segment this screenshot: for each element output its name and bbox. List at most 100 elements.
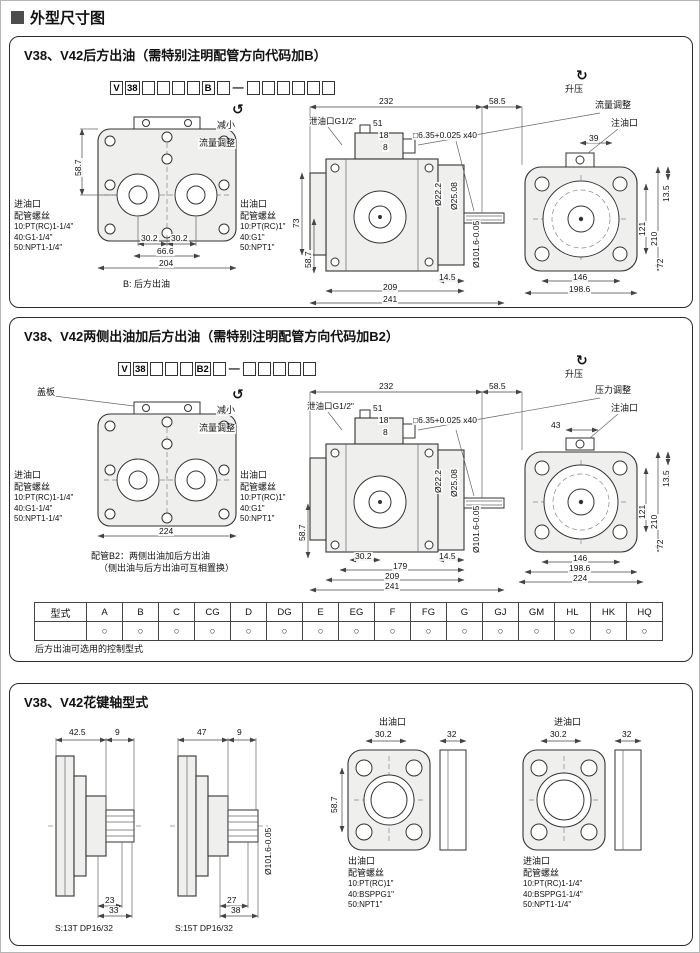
model-code-row: V 38 B2 —: [118, 362, 316, 376]
code-box: [212, 362, 226, 376]
outlet-title: 出油口: [240, 470, 268, 480]
code-box: [246, 81, 260, 95]
table-header-cell: HK: [590, 602, 627, 622]
code-box: 38: [133, 362, 148, 376]
table-header-cell: DG: [266, 602, 303, 622]
dim-label: 51: [372, 403, 384, 414]
availability-mark: ○: [626, 621, 663, 641]
flow-adjust-label: 流量调整: [594, 100, 633, 111]
table-header-cell: EG: [338, 602, 375, 622]
code-box: [164, 362, 178, 376]
dim-label: 72: [655, 538, 666, 550]
b2-note-line2: （侧出油与后方出油可互相置换）: [98, 563, 236, 574]
thread-title: 配管螺丝: [240, 481, 277, 492]
code-box: [287, 362, 301, 376]
code-box: [291, 81, 305, 95]
code-box: [149, 362, 163, 376]
b2-outlet-drawing: [53, 389, 671, 593]
page-title: 外型尺寸图: [30, 10, 106, 27]
decrease-label: 减小: [216, 405, 237, 416]
flow-adjust-label: 流量调整: [198, 423, 237, 434]
outlet-title: 出油口: [348, 856, 376, 866]
dim-label: 58.5: [488, 96, 507, 107]
dim-label: Ø101.6-0.05: [263, 826, 274, 876]
dim-label: 14.5: [438, 272, 457, 283]
inlet-port-note: 进油口 配管螺丝 10:PT(RC)1-1/4" 40:G1-1/4" 50:N…: [14, 199, 74, 254]
dim-label: 72: [655, 257, 666, 269]
table-marks-row: ○ ○ ○ ○ ○ ○ ○ ○ ○ ○ ○ ○ ○ ○ ○ ○: [34, 621, 663, 641]
thread-spec: 40:G1-1/4": [14, 503, 53, 513]
dim-label: 13.5: [661, 469, 672, 488]
spline-type-label: S:13T DP16/32: [54, 923, 114, 934]
dim-label: 121: [637, 503, 648, 520]
code-dash: —: [232, 82, 244, 94]
availability-mark: ○: [86, 621, 123, 641]
inlet-port-title: 进油口: [553, 717, 583, 728]
table-header-cell: GM: [518, 602, 555, 622]
thread-spec: 50:NPT1": [348, 900, 383, 910]
thread-spec: 50:NPT1-1/4": [523, 900, 572, 910]
dim-label: 146: [572, 553, 589, 564]
availability-mark: ○: [410, 621, 447, 641]
thread-spec: 50:NPT1": [240, 243, 275, 253]
thread-title: 配管螺丝: [14, 210, 51, 221]
rear-view: [53, 395, 237, 539]
code-box: [306, 81, 320, 95]
rear-outlet-note: B: 后方出油: [122, 279, 172, 290]
code-box: [261, 81, 275, 95]
thread-spec: 10:PT(RC)1": [240, 493, 286, 503]
dim-label: 30.2: [140, 233, 159, 244]
dim-label: 14.5: [438, 551, 457, 562]
inlet-port-note: 进油口 配管螺丝 10:PT(RC)1-1/4" 40:G1-1/4" 50:N…: [14, 470, 74, 525]
availability-mark: ○: [122, 621, 159, 641]
thread-spec: 40:BSPPG1-1/4": [523, 889, 583, 899]
inlet-title: 进油口: [14, 199, 42, 209]
dim-label: 241: [382, 294, 399, 305]
dim-label: 27: [226, 895, 238, 906]
table-header-cell: 型式: [34, 602, 87, 622]
page-header: 外型尺寸图: [11, 7, 105, 28]
section-spline-shaft: V38、V42花键轴型式: [9, 683, 693, 946]
dim-label: 66.6: [156, 246, 175, 257]
code-box: [186, 81, 200, 95]
code-box: V: [110, 81, 123, 95]
dim-label: 42.5: [68, 727, 87, 738]
thread-spec: 50:NPT1-1/4": [14, 514, 63, 524]
rotate-ccw-icon: ↺: [232, 386, 244, 402]
dim-label: 204: [158, 258, 175, 269]
code-box: [302, 362, 316, 376]
decrease-label: 减小: [216, 120, 237, 131]
dim-label: Ø22.2: [433, 181, 444, 207]
availability-mark: ○: [590, 621, 627, 641]
dim-label: 51: [372, 118, 384, 129]
availability-mark: ○: [230, 621, 267, 641]
dim-label: 9: [236, 727, 243, 738]
model-code-row: V 38 B —: [110, 81, 335, 95]
availability-mark: ○: [194, 621, 231, 641]
code-box: [321, 81, 335, 95]
thread-spec: 10:PT(RC)1-1/4": [523, 879, 583, 889]
dim-label: 210: [649, 230, 660, 247]
availability-mark: ○: [554, 621, 591, 641]
dim-label: 30.2: [170, 233, 189, 244]
thread-title: 配管螺丝: [240, 210, 277, 221]
control-type-table: 型式 A B C CG D DG E EG F FG G GJ GM HL HK…: [34, 602, 663, 641]
dim-label: 33: [108, 905, 120, 916]
filler-port-label: 注油口: [610, 118, 640, 129]
section-title: V38、V42两侧出油加后方出油（需特别注明配管方向代码加B2）: [24, 329, 399, 344]
dim-label: 232: [378, 96, 395, 107]
code-box: [272, 362, 286, 376]
drain-port-label: 泄油口G1/2": [306, 401, 355, 412]
inlet-flange-view: [522, 738, 642, 851]
dim-label: 18: [378, 130, 390, 141]
code-box: [179, 362, 193, 376]
rotate-ccw-icon: ↺: [232, 101, 244, 117]
dim-label: 58.5: [488, 381, 507, 392]
spline-spec-label: □6.35+0.025 x40: [412, 130, 478, 141]
code-box: [141, 81, 155, 95]
dim-label: 18: [378, 415, 390, 426]
thread-spec: 10:PT(RC)1-1/4": [14, 493, 74, 503]
dim-label: 232: [378, 381, 395, 392]
dim-label: 198.6: [568, 284, 592, 295]
thread-title: 配管螺丝: [348, 867, 385, 878]
